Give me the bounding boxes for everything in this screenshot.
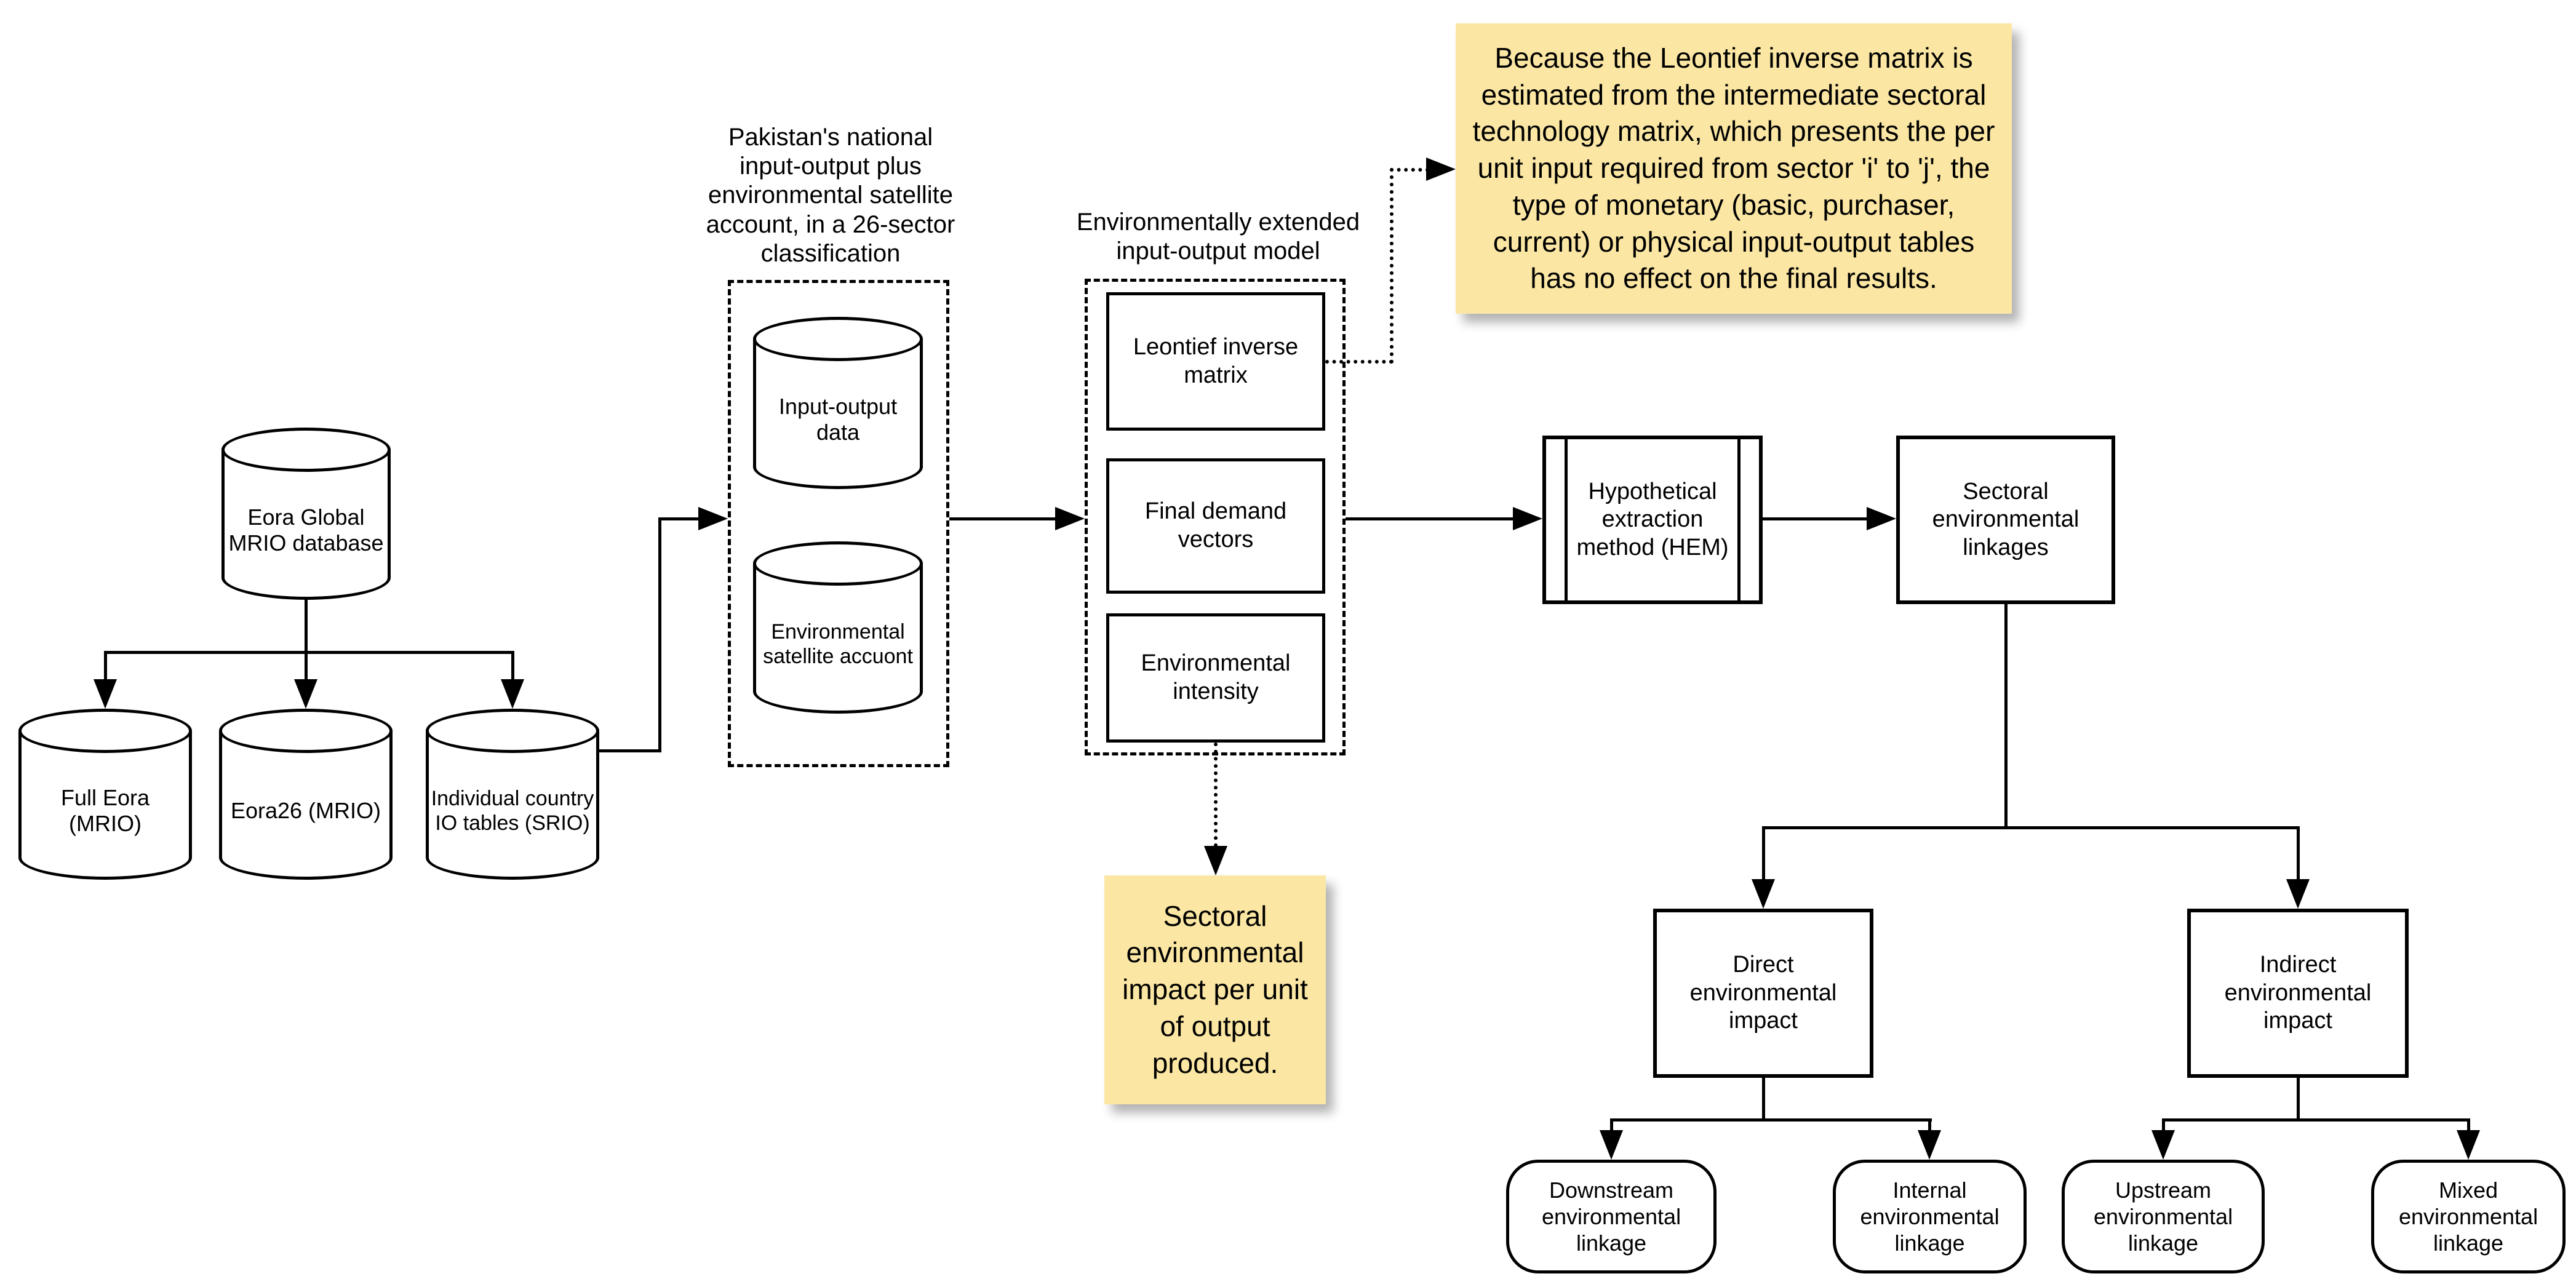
box-final-demand-vectors: Final demand vectors (1106, 458, 1325, 594)
arrowhead-downstream (1600, 1130, 1623, 1160)
arrowhead-eora26 (294, 679, 317, 709)
connector-indirect-branch (2162, 1118, 2470, 1122)
cylinder-top-ellipse (426, 709, 599, 753)
box-leontief-inverse-matrix: Leontief inverse matrix (1106, 292, 1325, 431)
cylinder-label: Individual country IO tables (SRIO) (431, 786, 594, 835)
arrowhead-full-eora (94, 679, 117, 709)
dotted-leontief-up (1390, 168, 1394, 364)
note-leontief-explanation: Because the Leontief inverse matrix is e… (1456, 23, 2012, 314)
connector-eora-branch (104, 651, 514, 654)
box-label: Hypothetical extraction method (HEM) (1576, 478, 1729, 560)
terminal-label: Downstream environmental linkage (1541, 1177, 1681, 1256)
cylinder-label: Eora Global MRIO database (228, 504, 384, 556)
connector-drop-internal (1928, 1118, 1931, 1133)
cylinder-top-ellipse (753, 317, 923, 361)
terminal-label: Upstream environmental linkage (2093, 1177, 2233, 1256)
box-direct-environmental-impact: Direct environmental impact (1653, 909, 1873, 1078)
note-text: Because the Leontief inverse matrix is e… (1472, 41, 1995, 295)
connector-srio-to-frame (658, 517, 699, 520)
cylinder-individual-country-io: Individual country IO tables (SRIO) (426, 709, 599, 880)
arrowhead-into-impact-note (1204, 846, 1227, 875)
arrowhead-upstream (2151, 1130, 2175, 1160)
connector-drop-full-eora (104, 651, 107, 683)
arrowhead-indirect-impact (2286, 879, 2310, 909)
connector-eora-down (305, 598, 308, 653)
arrowhead-into-sectoral (1867, 507, 1896, 530)
cylinder-top-ellipse (18, 709, 192, 753)
arrowhead-direct-impact (1752, 879, 1775, 909)
connector-srio-up (658, 517, 661, 752)
predefined-process-left-bar (1565, 439, 1568, 600)
dotted-leontief-out (1325, 360, 1393, 364)
cylinder-label: Full Eora (MRIO) (60, 784, 150, 836)
terminal-label: Internal environmental linkage (1860, 1177, 2000, 1256)
cylinder-label: Environmental satellite accuont (763, 620, 913, 668)
connector-drop-eora26 (305, 651, 308, 683)
box-label: Sectoral environmental linkages (1932, 478, 2080, 560)
box-label: Leontief inverse matrix (1133, 333, 1299, 388)
note-sectoral-impact: Sectoral environmental impact per unit o… (1104, 875, 1326, 1104)
terminal-internal-environmental-linkage: Internal environmental linkage (1833, 1160, 2027, 1273)
connector-drop-mixed (2467, 1118, 2470, 1133)
dotted-eeio-down (1214, 743, 1218, 847)
box-hypothetical-extraction-method: Hypothetical extraction method (HEM) (1542, 436, 1763, 604)
cylinder-eora26: Eora26 (MRIO) (219, 709, 393, 880)
connector-drop-downstream (1610, 1118, 1613, 1133)
cylinder-environmental-satellite-account: Environmental satellite accuont (753, 541, 923, 714)
arrowhead-into-eeio-frame (1055, 507, 1085, 530)
box-label: Final demand vectors (1144, 498, 1287, 552)
note-text: Sectoral environmental impact per unit o… (1122, 899, 1308, 1079)
box-indirect-environmental-impact: Indirect environmental impact (2187, 909, 2409, 1078)
arrowhead-srio (501, 679, 524, 709)
connector-indirect-down (2297, 1078, 2300, 1121)
cylinder-top-ellipse (219, 709, 393, 753)
terminal-label: Mixed environmental linkage (2398, 1177, 2538, 1256)
predefined-process-right-bar (1737, 439, 1741, 600)
dotted-leontief-to-note (1390, 168, 1429, 172)
connector-impact-branch (1762, 826, 2299, 829)
eeio-group-label: Environmentally extended input-output mo… (1076, 209, 1360, 265)
connector-drop-upstream (2162, 1118, 2165, 1133)
connector-srio-out (598, 749, 661, 752)
terminal-upstream-environmental-linkage: Upstream environmental linkage (2062, 1160, 2265, 1273)
connector-drop-srio (511, 651, 514, 683)
connector-hem-to-sectoral (1763, 517, 1868, 520)
cylinder-top-ellipse (753, 541, 923, 586)
box-environmental-intensity: Environmental intensity (1106, 613, 1325, 743)
arrowhead-into-hem (1513, 507, 1542, 530)
terminal-downstream-environmental-linkage: Downstream environmental linkage (1506, 1160, 1717, 1273)
arrowhead-into-leontief-note (1426, 157, 1456, 181)
connector-drop-indirect (2297, 826, 2300, 882)
box-label: Direct environmental impact (1689, 952, 1837, 1034)
connector-drop-direct (1762, 826, 1765, 882)
connector-direct-down (1762, 1078, 1765, 1121)
connector-direct-branch (1610, 1118, 1932, 1122)
box-sectoral-environmental-linkages: Sectoral environmental linkages (1896, 436, 2115, 604)
pakistan-group-label: Pakistan's national input-output plus en… (706, 124, 955, 267)
cylinder-eora-global-database: Eora Global MRIO database (221, 428, 391, 600)
pakistan-group-frame (728, 280, 949, 767)
connector-eeio-to-hem (1346, 517, 1514, 520)
arrowhead-internal (1918, 1130, 1941, 1160)
arrowhead-mixed (2457, 1130, 2480, 1160)
cylinder-full-eora: Full Eora (MRIO) (18, 709, 192, 880)
box-label: Indirect environmental impact (2224, 952, 2372, 1034)
connector-sectoral-down (2004, 602, 2008, 829)
cylinder-label: Input-output data (778, 393, 898, 445)
cylinder-input-output-data: Input-output data (753, 317, 923, 489)
arrowhead-into-pakistan-frame (698, 507, 728, 530)
cylinder-top-ellipse (221, 428, 391, 472)
cylinder-label: Eora26 (MRIO) (230, 797, 381, 823)
connector-pakistan-to-eeio (949, 517, 1056, 520)
box-label: Environmental intensity (1141, 650, 1291, 704)
terminal-mixed-environmental-linkage: Mixed environmental linkage (2371, 1160, 2566, 1273)
